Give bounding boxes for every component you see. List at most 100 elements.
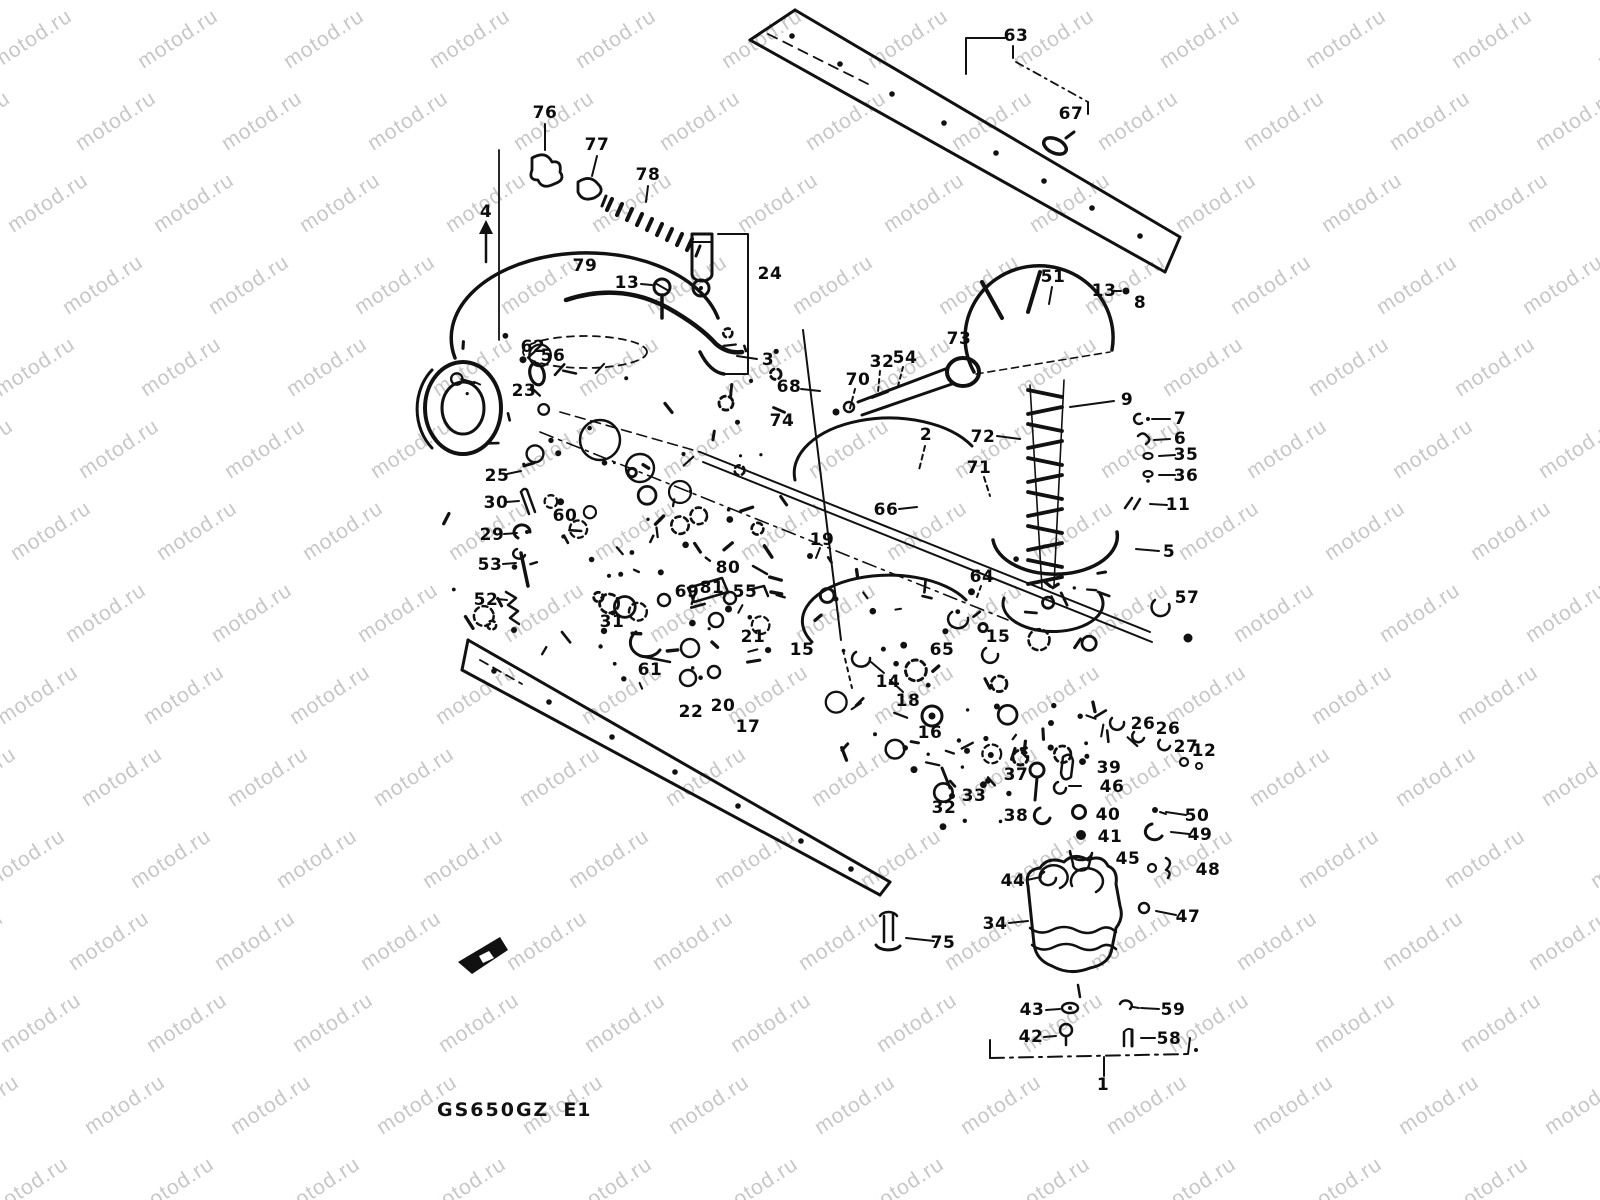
detail-speck xyxy=(998,819,1003,824)
detail-speck xyxy=(869,607,877,615)
detail-speck xyxy=(560,630,572,644)
detail-speck xyxy=(910,766,918,774)
detail-speck xyxy=(655,526,659,539)
part-label-62: 62 xyxy=(520,337,546,357)
detail-speck xyxy=(665,648,680,653)
part-24-plunger xyxy=(690,232,749,376)
detail-speck xyxy=(826,556,833,564)
detail-speck xyxy=(977,622,989,634)
detail-speck xyxy=(1096,590,1111,598)
part-label-4: 4 xyxy=(479,202,493,222)
part-label-63: 63 xyxy=(1003,26,1029,46)
detail-speck xyxy=(1073,637,1083,650)
part-label-49: 49 xyxy=(1187,825,1213,845)
spring-coil-turn xyxy=(1026,524,1064,535)
part-label-15: 15 xyxy=(789,640,815,660)
carb-2-dome xyxy=(792,416,974,482)
part-label-77: 77 xyxy=(584,135,610,155)
part-label-25: 25 xyxy=(484,466,510,486)
detail-speck xyxy=(960,741,974,750)
part-label-81: 81 xyxy=(699,578,725,598)
detail-speck xyxy=(671,498,676,508)
detail-speck xyxy=(775,593,786,599)
part-label-80: 80 xyxy=(715,558,741,578)
part-label-26: 26 xyxy=(1130,714,1156,734)
detail-speck xyxy=(548,437,554,444)
part-67-clip xyxy=(1041,130,1076,156)
part-label-7: 7 xyxy=(1173,409,1187,429)
detail-speck xyxy=(1006,790,1012,797)
detail-speck xyxy=(955,609,961,615)
detail-speck xyxy=(840,742,850,752)
detail-speck xyxy=(526,349,538,359)
mechanical-detail-speckles xyxy=(442,327,1139,831)
detail-speck xyxy=(1023,610,1038,615)
detail-speck xyxy=(824,690,848,714)
part-label-58: 58 xyxy=(1156,1029,1182,1049)
detail-speck xyxy=(924,761,941,767)
part-label-66: 66 xyxy=(873,500,899,520)
part-label-76: 76 xyxy=(532,103,558,123)
detail-speck xyxy=(543,494,559,509)
detail-speck xyxy=(981,743,1003,765)
detail-speck xyxy=(733,464,746,477)
detail-speck xyxy=(1079,758,1086,765)
part-label-35: 35 xyxy=(1173,445,1199,465)
detail-speck xyxy=(600,627,608,635)
hose-79 xyxy=(563,290,758,360)
diagram-code-model: GS650GZ xyxy=(437,1099,550,1121)
detail-speck xyxy=(1093,709,1108,719)
detail-speck xyxy=(926,752,930,756)
part-label-31: 31 xyxy=(599,612,625,632)
float-bowl-assembly xyxy=(1025,855,1123,999)
detail-speck xyxy=(689,619,696,627)
part-label-70: 70 xyxy=(845,370,871,390)
detail-speck xyxy=(629,550,635,555)
detail-speck xyxy=(1100,723,1105,738)
detail-speck xyxy=(931,664,941,673)
detail-speck xyxy=(964,747,970,754)
part-label-42: 42 xyxy=(1018,1027,1044,1047)
part-label-74: 74 xyxy=(769,411,795,431)
detail-speck xyxy=(767,575,783,582)
small-part-icons xyxy=(504,287,1203,1048)
detail-speck xyxy=(653,514,666,526)
detail-speck xyxy=(772,406,786,414)
detail-speck xyxy=(690,591,697,606)
detail-speck xyxy=(442,511,451,526)
detail-speck xyxy=(632,568,640,574)
detail-speck xyxy=(1022,739,1027,751)
detail-speck xyxy=(1011,733,1018,741)
spring-coil-turn xyxy=(1026,439,1064,450)
detail-speck xyxy=(537,402,551,416)
detail-speck xyxy=(530,386,542,397)
detail-speck xyxy=(747,648,759,653)
detail-speck xyxy=(983,677,992,690)
detail-speck xyxy=(1020,751,1029,760)
detail-speck xyxy=(962,818,967,823)
detail-speck xyxy=(960,765,965,769)
detail-speck xyxy=(519,356,527,364)
detail-speck xyxy=(722,343,737,347)
detail-speck xyxy=(893,711,909,719)
detail-speck xyxy=(615,546,624,556)
detail-speck xyxy=(818,587,836,604)
detail-speck xyxy=(568,528,583,533)
part-label-5: 5 xyxy=(1162,542,1176,562)
detail-speck xyxy=(636,484,658,506)
part-label-75: 75 xyxy=(930,933,956,953)
detail-speck xyxy=(1077,713,1083,719)
detail-speck xyxy=(646,517,650,521)
part-label-78: 78 xyxy=(635,165,661,185)
cluster-76-77-78 xyxy=(479,123,702,341)
part-label-22: 22 xyxy=(678,702,704,722)
part-label-45: 45 xyxy=(1115,849,1141,869)
detail-speck xyxy=(1051,582,1060,590)
spring-coil-turn xyxy=(1026,575,1064,586)
detail-speck xyxy=(725,605,732,613)
detail-speck xyxy=(968,588,975,596)
spring-coil-turn xyxy=(1026,490,1064,501)
detail-speck xyxy=(598,644,603,649)
detail-speck xyxy=(750,615,771,636)
detail-speck xyxy=(750,521,765,536)
